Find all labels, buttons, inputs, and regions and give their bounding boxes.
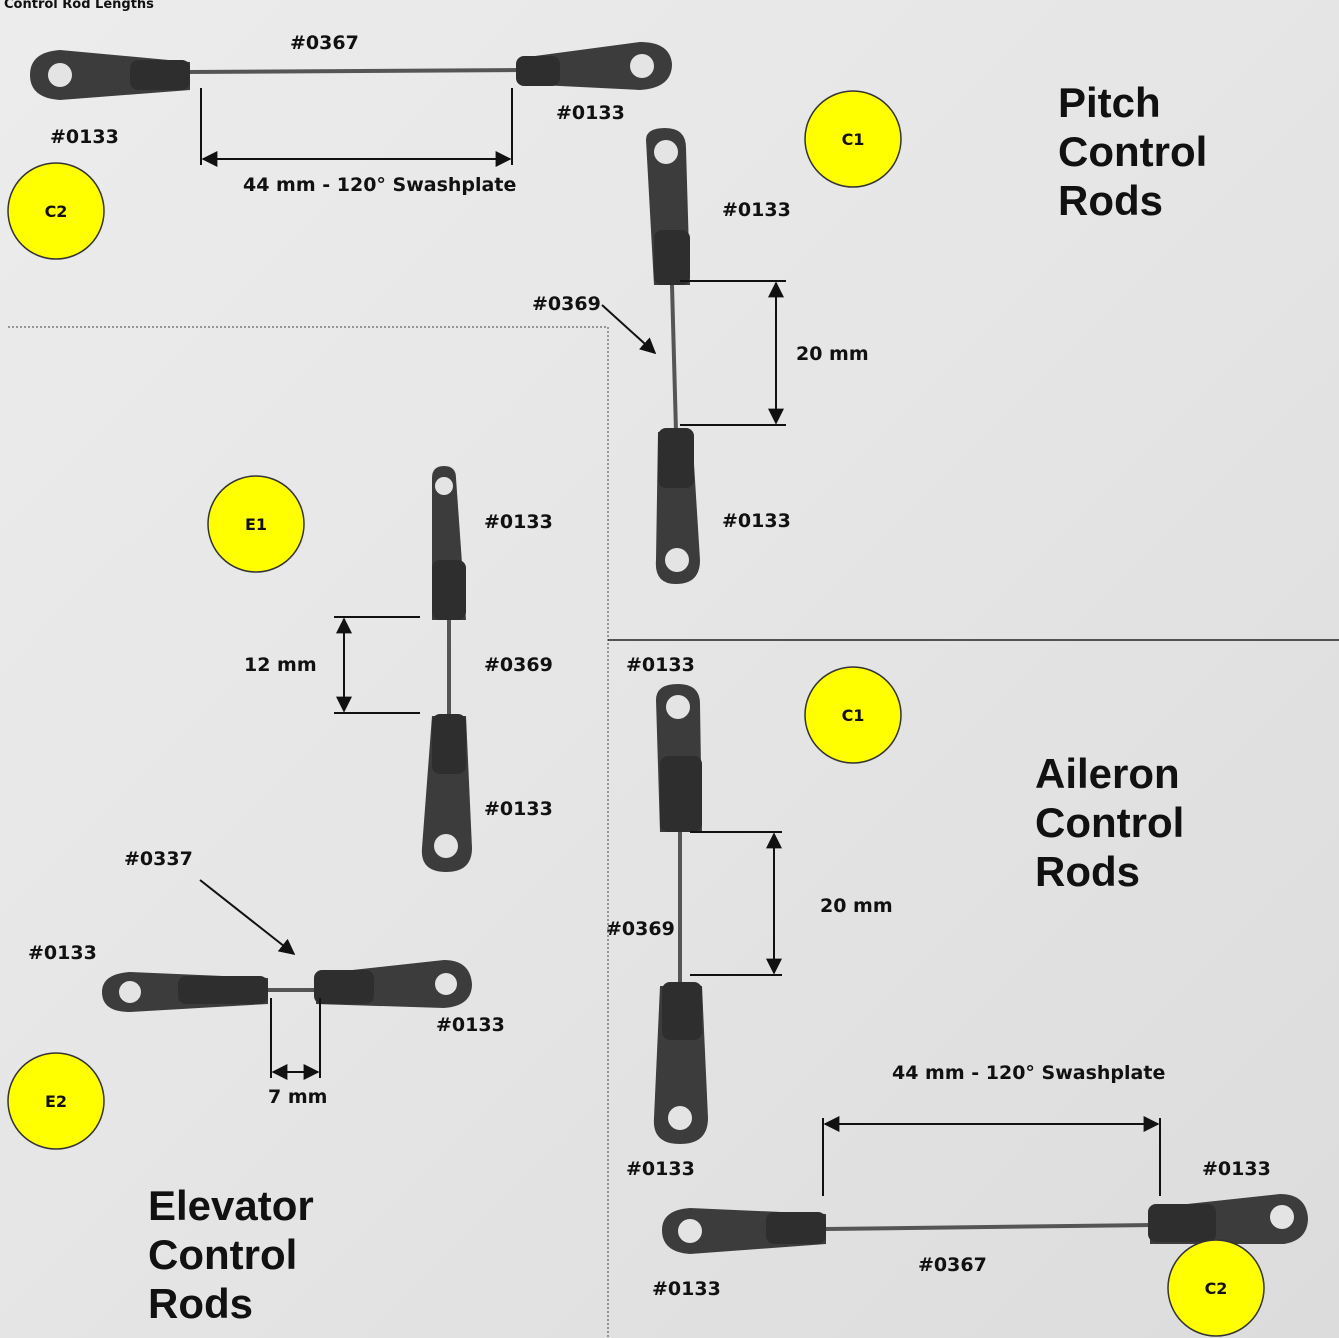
svg-text:Aileron: Aileron bbox=[1035, 750, 1180, 797]
label-ail-dimension: 20 mm bbox=[820, 895, 893, 917]
svg-text:Pitch: Pitch bbox=[1058, 79, 1161, 126]
bottom-horizontal-rod bbox=[662, 1194, 1308, 1254]
svg-text:C2: C2 bbox=[1205, 1279, 1228, 1298]
elevator-section-title: Elevator Control Rods bbox=[148, 1182, 314, 1327]
pitch-0369-arrow bbox=[601, 304, 657, 355]
label-ail-0369: #0369 bbox=[606, 918, 675, 940]
svg-text:C2: C2 bbox=[45, 202, 68, 221]
label-top-dimension: 44 mm - 120° Swashplate bbox=[243, 174, 516, 196]
svg-text:Elevator: Elevator bbox=[148, 1182, 314, 1229]
label-e1-dimension: 12 mm bbox=[244, 654, 317, 676]
pitch-dimension-bracket bbox=[680, 280, 786, 426]
aileron-vertical-rod bbox=[653, 684, 708, 1144]
svg-text:E2: E2 bbox=[45, 1092, 67, 1111]
e2-0337-arrow bbox=[199, 879, 296, 955]
label-e1-top-0133: #0133 bbox=[484, 511, 553, 533]
e1-vertical-rod bbox=[421, 466, 472, 872]
label-e2-dimension: 7 mm bbox=[268, 1086, 327, 1108]
top-dimension-bracket bbox=[200, 88, 513, 167]
label-pitch-top-0133: #0133 bbox=[722, 199, 791, 221]
svg-text:Rods: Rods bbox=[148, 1280, 253, 1327]
svg-text:Rods: Rods bbox=[1058, 177, 1163, 224]
label-e2-left-0133: #0133 bbox=[28, 942, 97, 964]
label-top-left-0133: #0133 bbox=[50, 126, 119, 148]
aileron-section-title: Aileron Control Rods bbox=[1035, 750, 1184, 895]
e1-dimension-bracket bbox=[334, 616, 420, 714]
label-e2-0337: #0337 bbox=[124, 848, 193, 870]
label-bottom-dimension: 44 mm - 120° Swashplate bbox=[892, 1062, 1165, 1084]
pitch-vertical-rod bbox=[646, 128, 700, 584]
svg-text:Control: Control bbox=[148, 1231, 297, 1278]
top-caption: Control Rod Lengths bbox=[4, 0, 154, 12]
label-e1-0369: #0369 bbox=[484, 654, 553, 676]
badge-e2: E2 bbox=[7, 1052, 105, 1150]
label-bottom-rod-0367: #0367 bbox=[918, 1254, 987, 1276]
badge-c1-pitch: C1 bbox=[804, 90, 902, 188]
label-bottom-right-0133: #0133 bbox=[1202, 1158, 1271, 1180]
aileron-dimension-bracket bbox=[690, 831, 782, 976]
label-ail-top-0133: #0133 bbox=[626, 654, 695, 676]
label-bottom-left-0133: #0133 bbox=[652, 1278, 721, 1300]
badge-e1: E1 bbox=[207, 475, 305, 573]
svg-text:Control: Control bbox=[1035, 799, 1184, 846]
svg-text:E1: E1 bbox=[245, 515, 267, 534]
svg-text:Rods: Rods bbox=[1035, 848, 1140, 895]
svg-text:C1: C1 bbox=[842, 130, 865, 149]
badge-c2-bottom: C2 bbox=[1167, 1239, 1265, 1337]
e2-dimension-bracket bbox=[270, 998, 321, 1080]
label-e1-bottom-0133: #0133 bbox=[484, 798, 553, 820]
svg-text:Control: Control bbox=[1058, 128, 1207, 175]
bottom-dimension-bracket bbox=[822, 1116, 1161, 1196]
pitch-section-title: Pitch Control Rods bbox=[1058, 79, 1207, 224]
label-pitch-dimension: 20 mm bbox=[796, 343, 869, 365]
svg-text:C1: C1 bbox=[842, 706, 865, 725]
top-horizontal-rod bbox=[30, 42, 672, 100]
label-ail-bottom-0133: #0133 bbox=[626, 1158, 695, 1180]
label-e2-right-0133: #0133 bbox=[436, 1014, 505, 1036]
e2-horizontal-rod bbox=[102, 960, 472, 1012]
badge-c2-top: C2 bbox=[7, 162, 105, 260]
badge-c1-aileron: C1 bbox=[804, 666, 902, 764]
label-top-right-0133: #0133 bbox=[556, 102, 625, 124]
label-pitch-bottom-0133: #0133 bbox=[722, 510, 791, 532]
label-top-rod-0367: #0367 bbox=[290, 32, 359, 54]
label-pitch-0369: #0369 bbox=[532, 293, 601, 315]
